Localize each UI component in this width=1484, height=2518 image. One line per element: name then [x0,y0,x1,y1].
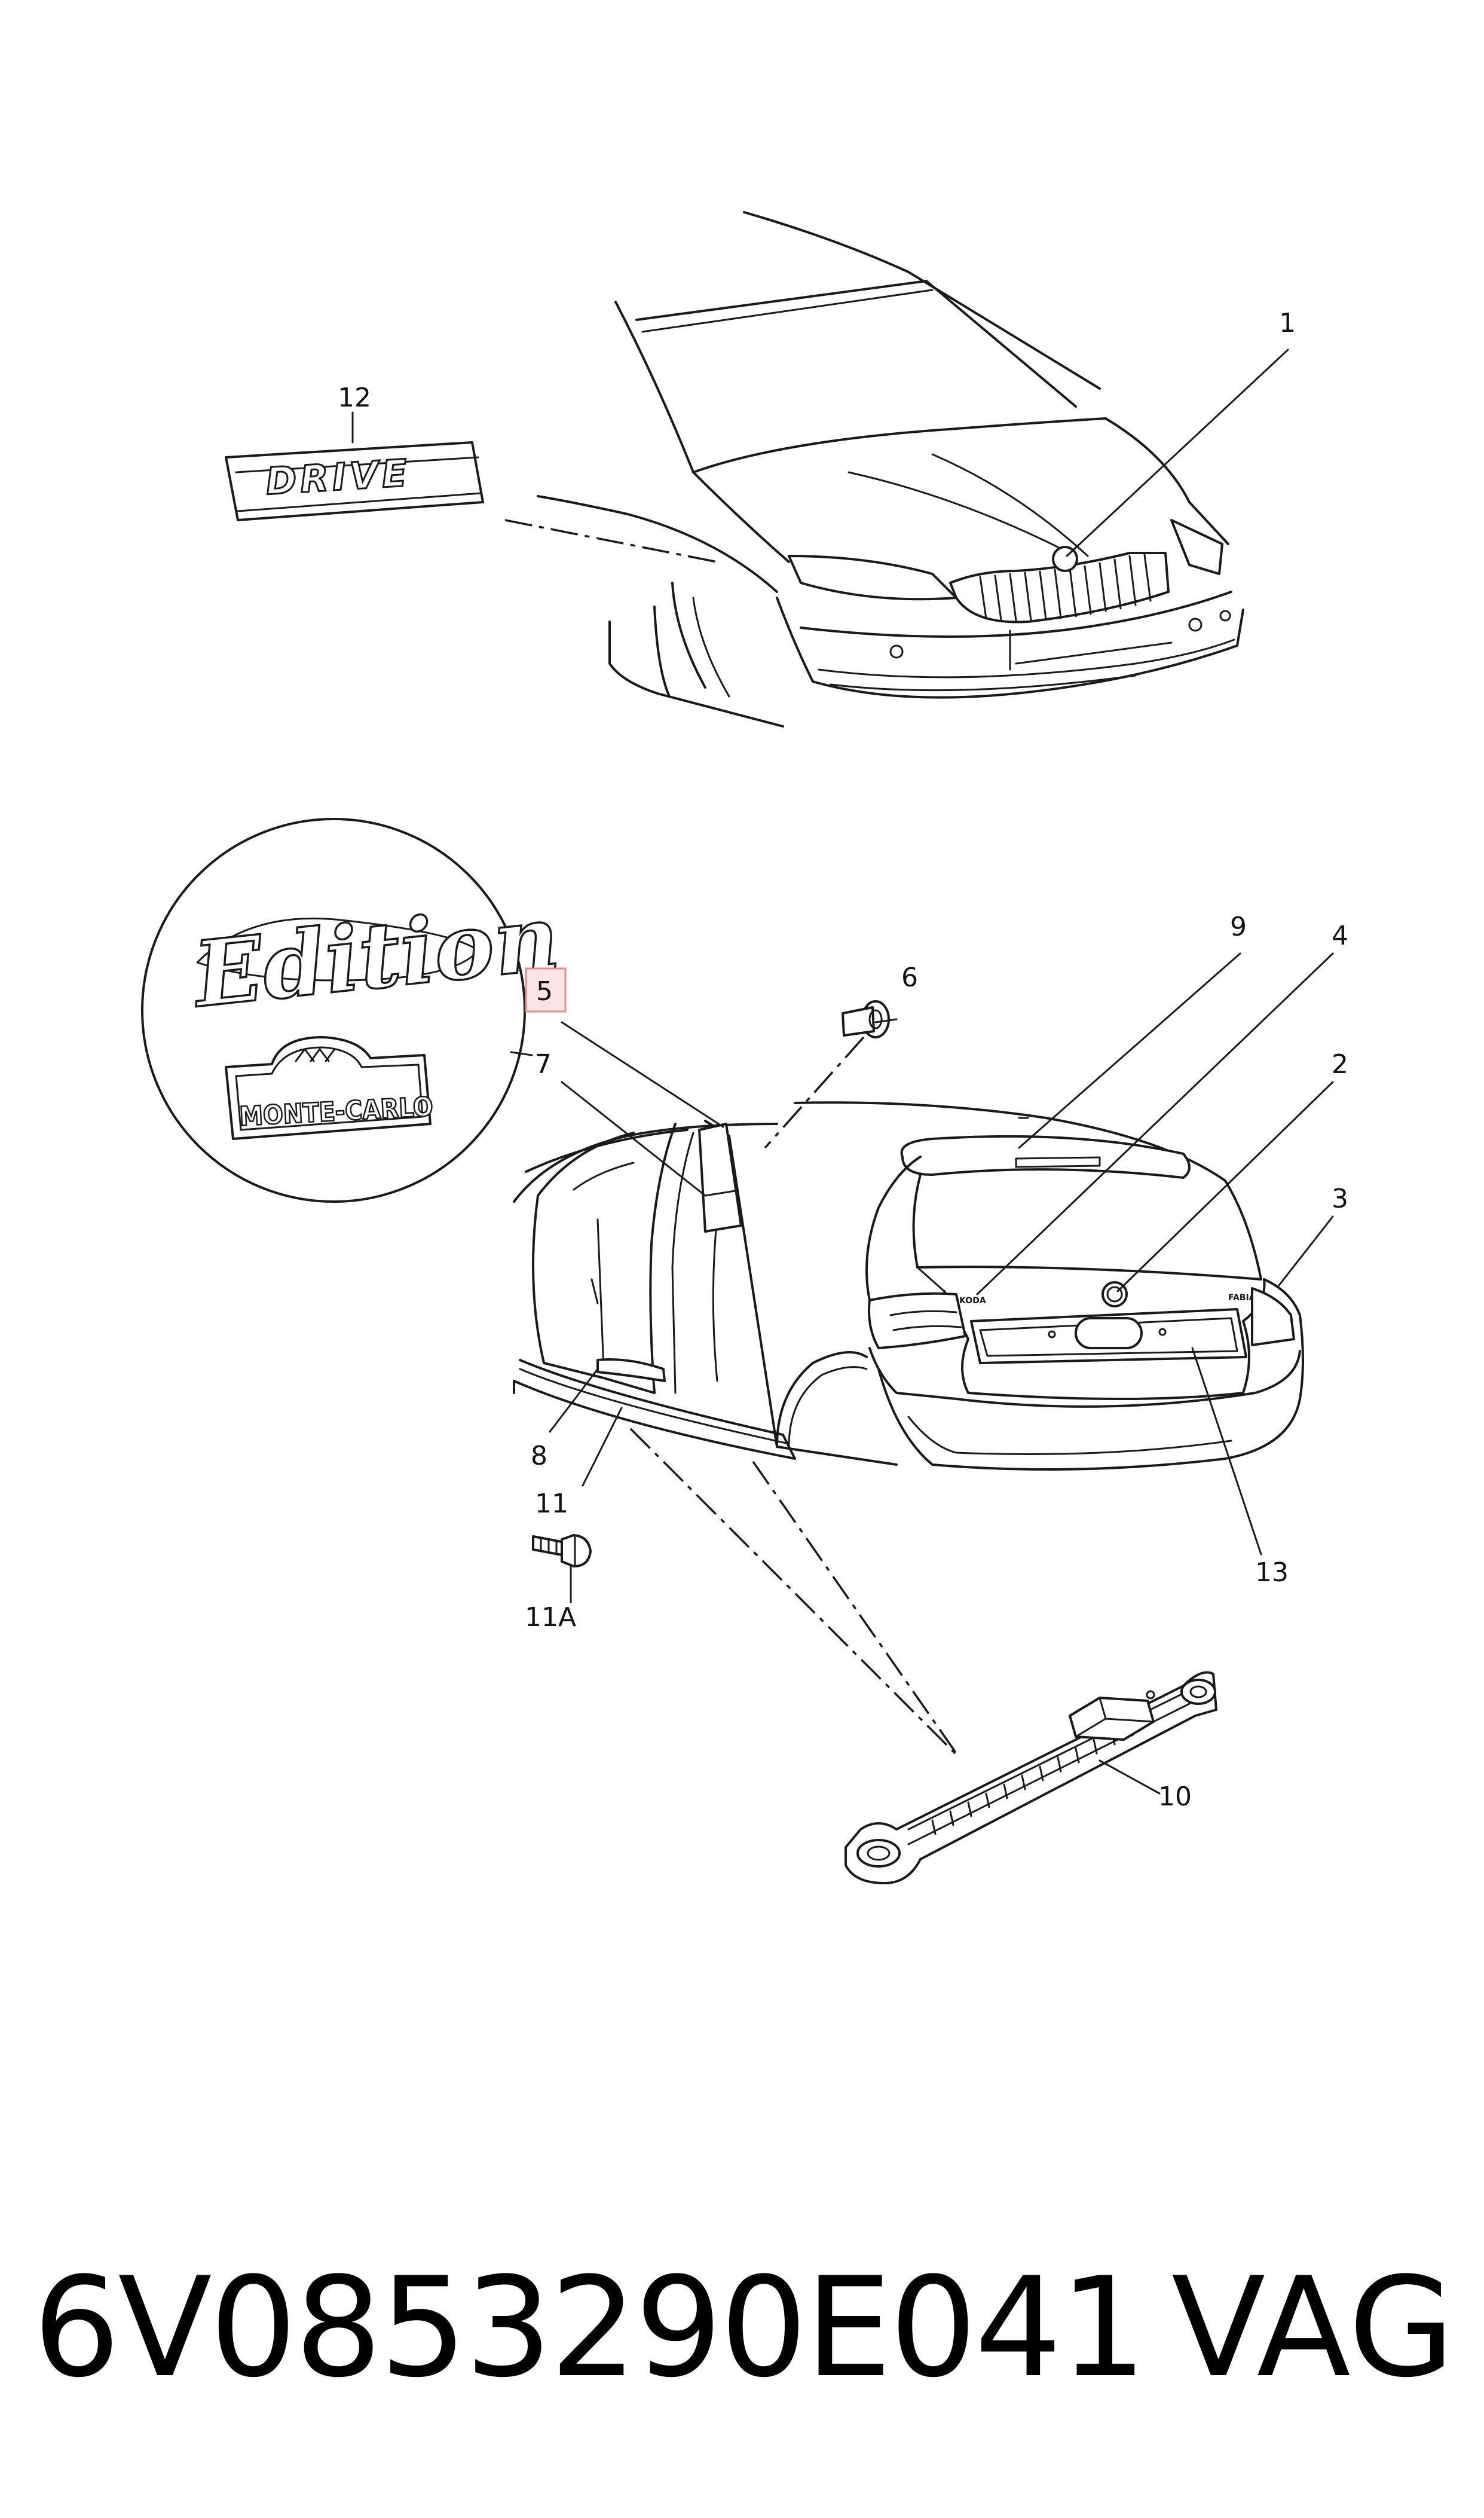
callout-2: 2 [1332,1049,1348,1080]
callout-labels: 1 2 3 4 5 6 7 8 9 10 11 11A 12 13 [338,308,1348,1812]
callout-13: 13 [1255,1557,1289,1588]
callout-5: 5 [536,976,553,1007]
callout-9: 9 [1230,912,1247,942]
leader-lines [351,349,1334,1795]
callout-4: 4 [1332,921,1348,951]
callout-11a: 11A [525,1602,576,1633]
edition-emblem-text: Edition [187,885,564,1028]
monte-carlo-emblem: MONTE-CARLO [225,1036,435,1140]
highlighted-callout-box [525,967,567,1013]
part-number-label: 6V0853290E041 [33,2248,1147,2408]
sensor-bar-part [844,1671,1217,1884]
callout-1: 1 [1279,308,1296,338]
drive-badge-text: DRIVE [265,451,412,503]
rear-fabia-lettering: FABIA [1228,1293,1256,1303]
callout-12: 12 [338,383,371,413]
bolt-part [532,1534,592,1567]
edition-emblem: Edition [186,884,565,1029]
callout-10: 10 [1158,1781,1192,1812]
emblem-variants-circle: Edition MONTE-CARLO [141,818,565,1203]
callout-7: 7 [535,1049,552,1080]
callout-11: 11 [535,1489,568,1519]
clip-part [842,1000,890,1038]
callout-8: 8 [531,1441,547,1471]
callout-6: 6 [901,962,918,993]
drive-badge: DRIVE [225,441,484,521]
rear-car-drawing: ŠKODA FABIA [513,1101,1304,1471]
rear-skoda-lettering: ŠKODA [953,1295,986,1306]
callout-3: 3 [1332,1184,1348,1214]
brand-label: VAG [1171,2248,1455,2408]
front-car-drawing [537,211,1244,728]
